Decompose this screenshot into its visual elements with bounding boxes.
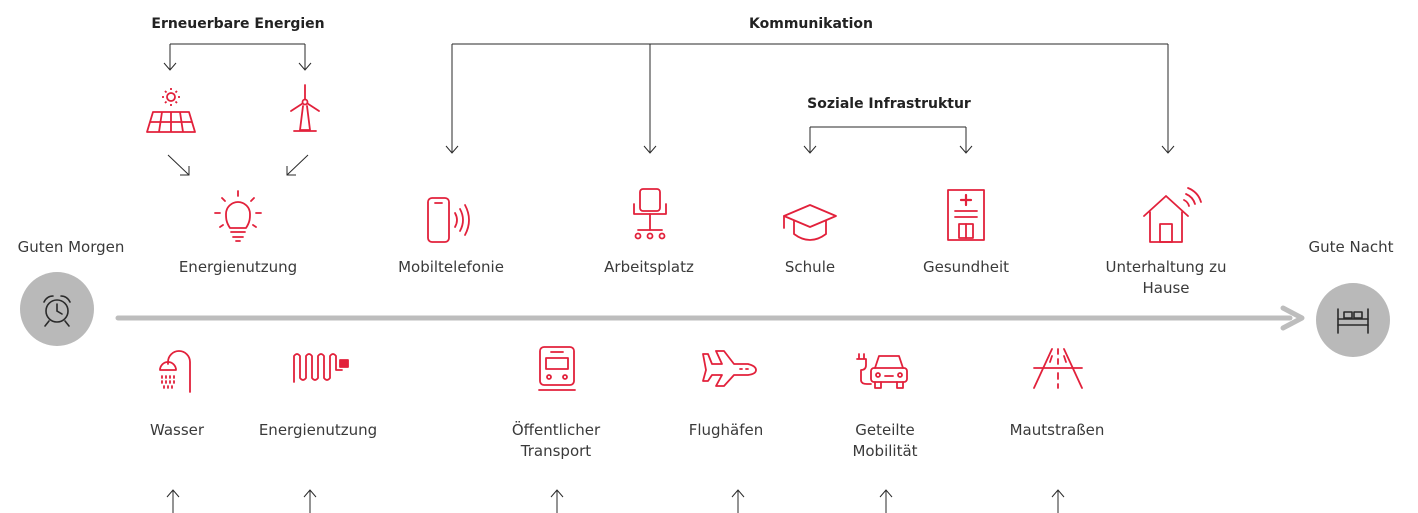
item-label-wasser: Wasser xyxy=(149,421,205,439)
wind-turbine-icon xyxy=(290,84,320,132)
item-label-gesundheit: Gesundheit xyxy=(923,258,1009,276)
start-circle xyxy=(20,272,94,346)
airplane-icon xyxy=(702,350,757,387)
renewable-energy-header: Erneuerbare Energien xyxy=(151,16,325,32)
radiator-icon xyxy=(293,353,349,383)
start-label: Guten Morgen xyxy=(17,238,125,256)
solar-panel-icon xyxy=(146,88,196,133)
item-label-energienutzung: Energienutzung xyxy=(178,258,298,276)
social-infrastructure-header: Soziale Infrastruktur xyxy=(807,96,971,112)
item-label-arbeitsplatz: Arbeitsplatz xyxy=(604,258,694,276)
item-label-mobiltelefonie: Mobiltelefonie xyxy=(398,258,504,276)
lightbulb-icon xyxy=(214,190,262,242)
smart-home-icon xyxy=(1143,187,1202,243)
shower-icon xyxy=(159,350,191,393)
communication-header: Kommunikation xyxy=(749,16,873,32)
item-label-geteilte-mobilitaet: Geteilte Mobilität xyxy=(852,421,918,460)
item-label-oeffentlicher-transport: Öffentlicher Transport xyxy=(511,421,601,460)
bed-icon xyxy=(1337,308,1369,334)
end-circle xyxy=(1316,283,1390,357)
item-label-schule: Schule xyxy=(784,258,836,276)
end-label: Gute Nacht xyxy=(1308,238,1394,256)
mobile-phone-icon xyxy=(427,197,470,243)
graduation-cap-icon xyxy=(783,204,837,241)
alarm-clock-icon xyxy=(43,295,71,327)
item-label-energienutzung-bottom: Energienutzung xyxy=(258,421,378,439)
item-label-mautstrassen: Mautstraßen xyxy=(1009,421,1105,439)
item-label-flughaefen: Flughäfen xyxy=(688,421,764,439)
toll-road-icon xyxy=(1033,348,1083,389)
item-label-unterhaltung: Unterhaltung zu Hause xyxy=(1105,258,1227,297)
electric-car-icon xyxy=(856,353,908,389)
office-chair-icon xyxy=(633,188,667,240)
hospital-icon xyxy=(947,189,985,241)
train-icon xyxy=(538,346,576,391)
